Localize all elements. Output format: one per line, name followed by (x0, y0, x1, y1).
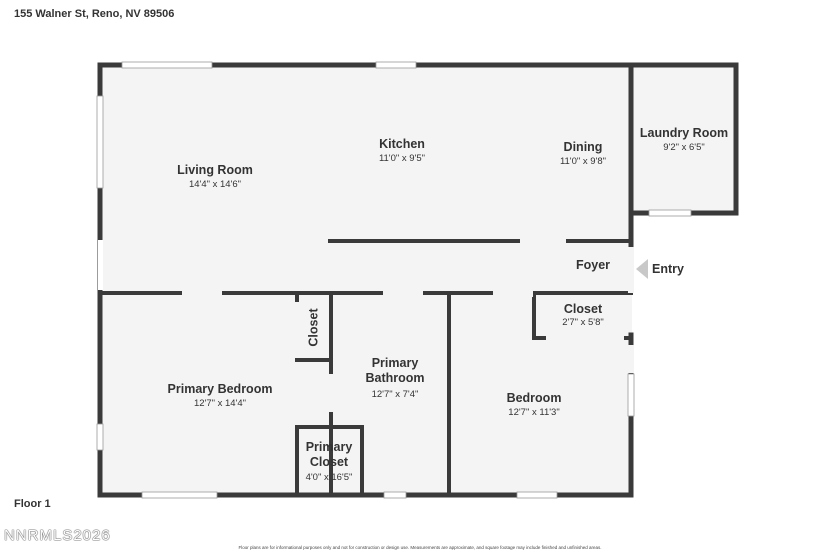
closet-small-name: Closet (306, 308, 321, 347)
window (383, 491, 407, 499)
laundry-room-name: Laundry Room (639, 126, 729, 140)
entry-door-gap (628, 247, 634, 293)
window (96, 95, 104, 189)
window (141, 491, 218, 499)
doorway (182, 290, 222, 297)
laundry-room-dims: 9'2" x 6'5" (663, 142, 705, 153)
window (648, 209, 692, 217)
doorway (493, 290, 533, 297)
address-title: 155 Walner St, Reno, NV 89506 (14, 8, 175, 20)
bedroom-dims: 12'7" x 11'3" (508, 407, 560, 418)
doorway (546, 335, 624, 341)
doorway (327, 374, 335, 412)
doorway (624, 345, 634, 373)
doorways (98, 240, 634, 412)
living-room-name: Living Room (177, 163, 253, 177)
window (121, 61, 213, 69)
window (516, 491, 558, 499)
windows (96, 61, 692, 499)
closet-hall-name: Closet (563, 302, 603, 316)
disclaimer: Floor plans are for informational purpos… (238, 545, 602, 550)
doorway (98, 240, 103, 290)
doorway (383, 290, 423, 297)
entry-arrow-icon (636, 259, 648, 279)
window (627, 373, 635, 417)
window (96, 423, 104, 451)
floor-label: Floor 1 (14, 498, 51, 510)
bedroom-name: Bedroom (506, 391, 562, 405)
primary-bathroom-name: Primary Bathroom (365, 356, 425, 385)
main-floor-area (100, 64, 632, 496)
watermark: NNRMLS2026 (4, 527, 111, 544)
laundry-floor-area (628, 64, 738, 216)
closet-hall-dims: 2'7" x 5'8" (562, 317, 604, 328)
kitchen-dims: 11'0" x 9'5" (378, 153, 426, 164)
foyer-name: Foyer (575, 258, 611, 272)
dining-name: Dining (563, 140, 603, 154)
kitchen-name: Kitchen (379, 137, 425, 151)
primary-closet-name: Primary Closet (305, 440, 353, 469)
primary-bathroom-dims: 12'7" x 7'4" (371, 389, 419, 400)
primary-bedroom-dims: 12'7" x 14'4" (193, 398, 247, 409)
window (375, 61, 417, 69)
dining-dims: 11'0" x 9'8" (559, 156, 607, 167)
primary-bedroom-name: Primary Bedroom (167, 382, 273, 396)
entry-label: Entry (652, 262, 684, 276)
living-room-dims: 14'4" x 14'6" (188, 179, 242, 190)
primary-closet-dims: 4'0" x 16'5" (305, 472, 353, 483)
